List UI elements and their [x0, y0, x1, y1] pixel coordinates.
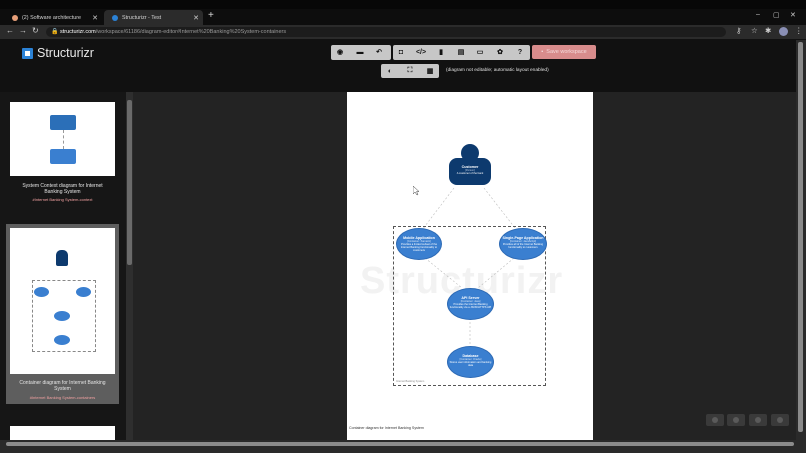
forward-button[interactable]: →: [19, 26, 27, 35]
node-name: API Server: [461, 296, 480, 300]
horizontal-scroll-thumb[interactable]: [6, 442, 794, 446]
api-server-node[interactable]: API Server [Container: Java] Provides th…: [447, 288, 494, 320]
structurizr-logo[interactable]: Structurizr: [22, 46, 94, 60]
camera-icon[interactable]: ◘: [398, 48, 404, 56]
key-icon[interactable]: ⚷: [736, 26, 742, 35]
puzzle-icon[interactable]: ✱: [765, 26, 772, 35]
logo-mark-icon: [22, 47, 33, 59]
diagram-caption[interactable]: Container diagram for Internet Banking S…: [19, 380, 106, 392]
diagram-list-scrollbar[interactable]: [126, 92, 133, 440]
toolbar-group-1: [331, 45, 391, 60]
toolbar-group-2: [393, 45, 530, 60]
lock-icon: 🔒: [51, 29, 59, 35]
node-type: [Container: Oracle]: [459, 358, 482, 361]
fit-icon[interactable]: ⛶: [407, 67, 413, 74]
system-boundary[interactable]: [393, 226, 546, 386]
node-type: [Container: Xamarin]: [407, 240, 431, 243]
tab-structurizr-test[interactable]: Structurizr - Test ✕: [104, 10, 203, 25]
toolbar-row-2: [381, 64, 439, 78]
diagram-key: #Internet Banking System-containers: [29, 395, 96, 400]
help-icon[interactable]: ?: [517, 48, 523, 56]
customer-desc: A customer of the bank: [456, 172, 484, 175]
diagram-caption[interactable]: System Context diagram for Internet Bank…: [22, 183, 103, 195]
node-name: Single-Page Application: [502, 236, 544, 240]
diagram-key: #Internet Banking System-context: [32, 197, 93, 202]
minimize-button[interactable]: –: [756, 11, 760, 18]
node-desc: Provides a limited subset of the Interne…: [400, 243, 438, 252]
document-icon[interactable]: ▤: [457, 49, 465, 56]
save-workspace-button[interactable]: ▪Save workspace: [532, 45, 596, 59]
customer-name: Customer: [461, 165, 479, 169]
help-circle-icon[interactable]: ◉: [336, 49, 344, 56]
new-tab-button[interactable]: +: [208, 10, 214, 21]
comment-icon[interactable]: ▭: [476, 49, 484, 56]
zoom-control-3[interactable]: [749, 414, 767, 426]
zoom-control-2[interactable]: [727, 414, 745, 426]
diagram-thumbnail-containers[interactable]: [10, 228, 115, 374]
node-desc: Provides the Internet Banking functional…: [449, 303, 492, 309]
node-desc: Provides all of the Internet Banking fun…: [502, 243, 544, 249]
single-page-application-node[interactable]: Single-Page Application [Container: Java…: [499, 228, 547, 260]
customer-type: [Person]: [465, 169, 475, 172]
profile-avatar[interactable]: [779, 27, 788, 36]
back-button[interactable]: ←: [6, 26, 14, 35]
zoom-control-4[interactable]: [771, 414, 789, 426]
node-desc: Stores user information and banking data: [449, 361, 492, 367]
undo-icon[interactable]: ↶: [376, 49, 382, 56]
file-icon[interactable]: ▮: [439, 49, 443, 56]
menu-dots-icon[interactable]: ⋮: [795, 26, 803, 35]
tab-favicon-icon: [112, 14, 118, 21]
diagram-thumbnail-context[interactable]: [10, 102, 115, 176]
status-text: (diagram not editable; automatic layout …: [446, 68, 549, 73]
node-type: [Container: Java]: [460, 300, 481, 303]
code-icon[interactable]: </>: [415, 48, 427, 56]
tab-close-icon[interactable]: ✕: [193, 15, 199, 22]
folder-icon[interactable]: ▬: [356, 48, 364, 56]
tab-software-architecture[interactable]: (2) Software architecture ✕: [4, 10, 102, 25]
tab-close-icon[interactable]: ✕: [92, 15, 98, 22]
diagram-thumbnail-next[interactable]: [10, 426, 115, 440]
zoom-control-1[interactable]: [706, 414, 724, 426]
tab-label: (2) Software architecture: [22, 14, 82, 21]
address-bar[interactable]: [46, 27, 726, 37]
node-name: Database: [462, 354, 479, 358]
layout-icon[interactable]: ▦: [426, 68, 434, 75]
window-top-bar: [0, 0, 806, 9]
mobile-application-node[interactable]: Mobile Application [Container: Xamarin] …: [396, 228, 442, 260]
reload-button[interactable]: ↻: [32, 26, 39, 35]
save-label: Save workspace: [546, 49, 587, 55]
customer-head[interactable]: [461, 144, 479, 162]
contrast-icon[interactable]: ◐: [387, 67, 393, 75]
logo-text: Structurizr: [37, 46, 94, 60]
diagram-title: Container diagram for Internet Banking S…: [349, 426, 424, 430]
tab-label: Structurizr - Test: [122, 14, 162, 21]
save-icon: ▪: [541, 49, 544, 55]
maximize-button[interactable]: ▢: [773, 12, 780, 19]
page-vertical-scroll-thumb[interactable]: [798, 42, 803, 432]
node-name: Mobile Application: [403, 236, 435, 240]
diagram-list-scroll-thumb[interactable]: [127, 100, 132, 265]
boundary-label: Internet Banking System: [396, 380, 425, 383]
tab-favicon-icon: [12, 14, 18, 21]
database-node[interactable]: Database [Container: Oracle] Stores user…: [447, 346, 494, 378]
url-text: structurizr.com/workspace/61186/diagram-…: [60, 29, 287, 35]
star-icon[interactable]: ☆: [751, 26, 758, 35]
customer-person[interactable]: Customer [Person] A customer of the bank: [449, 158, 491, 185]
palette-icon[interactable]: ✿: [497, 49, 503, 56]
close-window-button[interactable]: ✕: [790, 12, 796, 19]
node-type: [Container: JavaScript]: [509, 240, 537, 243]
mouse-cursor-icon: [413, 186, 420, 196]
